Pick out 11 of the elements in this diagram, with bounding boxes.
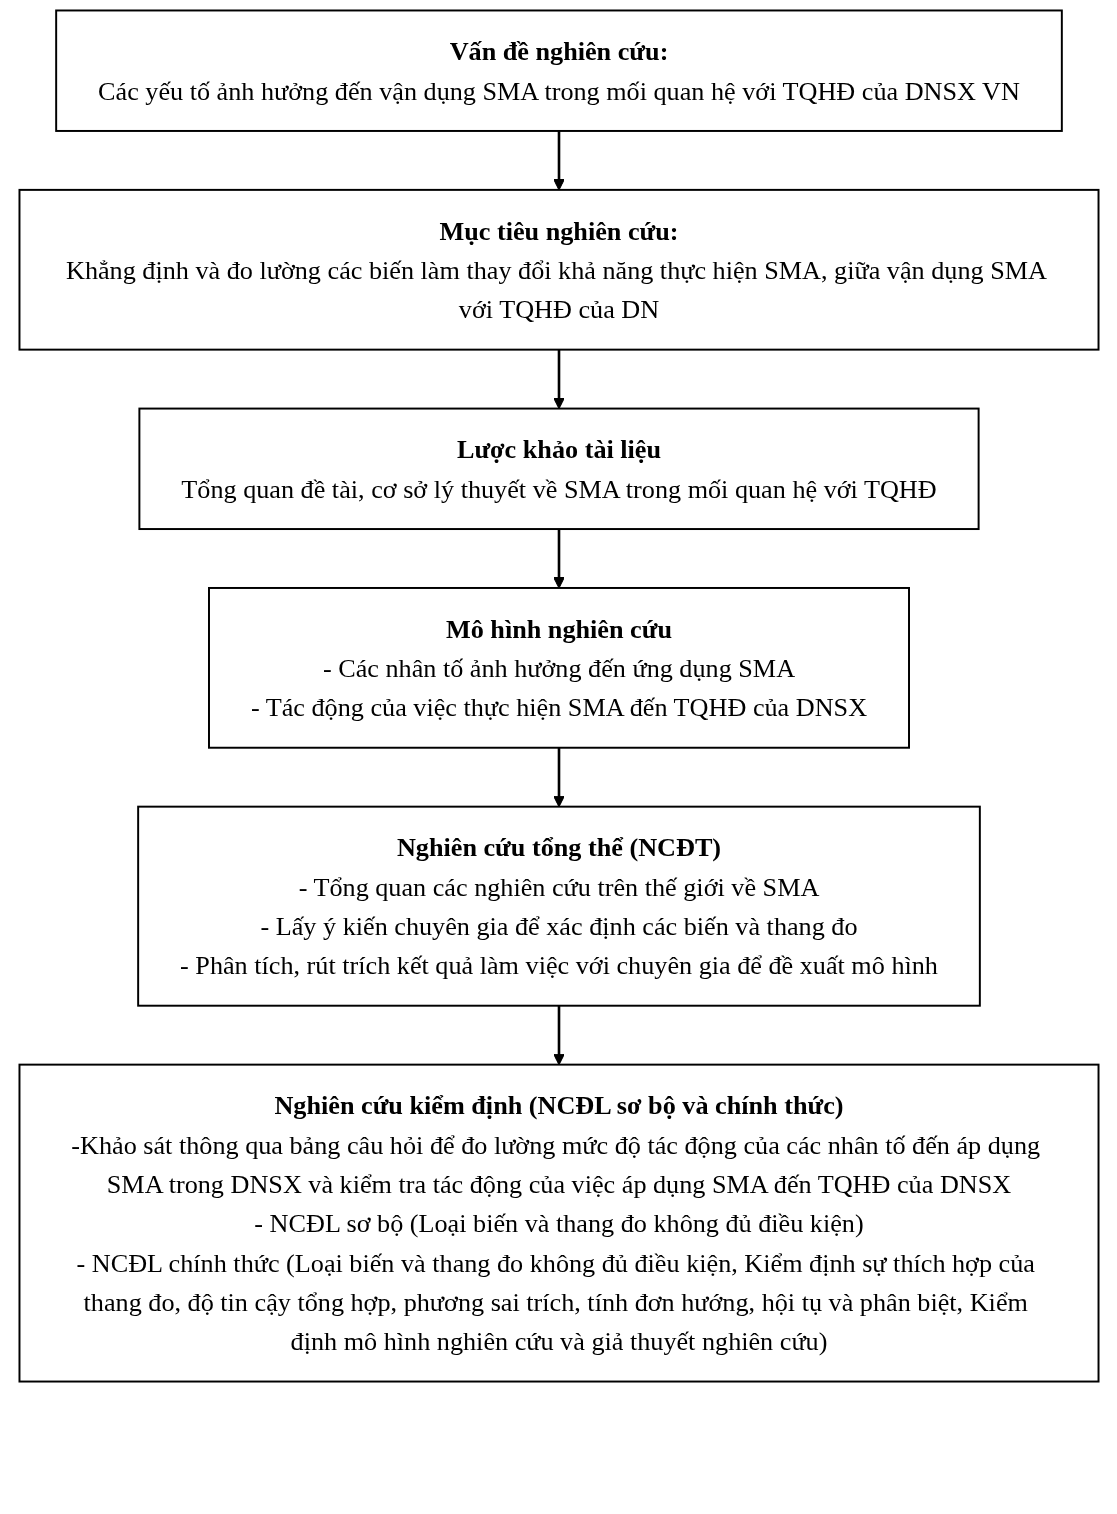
- arrow: [552, 349, 565, 410]
- node-box: Vấn đề nghiên cứu: Các yếu tố ảnh hưởng đến vận dụng SMA trong mối quan hệ với TQHĐ của DNSX VN: [54, 9, 1063, 132]
- arrow: [552, 529, 565, 589]
- arrow: [552, 1005, 565, 1066]
- node-box: Mục tiêu nghiên cứu: Khẳng định và đo lường các biến làm thay đổi khả năng thực hiện SMA, giữa vận dụng SMA với TQHĐ của DN: [18, 188, 1099, 351]
- node-box: Mô hình nghiên cứu - Các nhân tố ảnh hưởng đến ứng dụng SMA - Tác động của việc thực hiện SMA đến TQHĐ của DNSX: [207, 587, 910, 749]
- node-box: Nghiên cứu tổng thể (NCĐT) - Tổng quan các nghiên cứu trên thế giới về SMA - Lấy ý kiến chuyên gia để xác định các biến và thang đo - Phân tích, rút trích kết quả làm việc với chuyên gia để đề xuất mô hình: [136, 805, 981, 1007]
- arrow: [552, 747, 565, 808]
- node-box: Nghiên cứu kiểm định (NCĐL sơ bộ và chính thức) -Khảo sát thông qua bảng câu hỏi để đo lường mức độ tác động của các nhân tố đến áp dụng SMA trong DNSX và kiểm tra tác động của việc áp dụng SMA đến TQHĐ của DNSX - NCĐL sơ bộ (Loại biến và thang đo không đủ điều kiện) - NCĐL chính thức (Loại biến và thang đo không đủ điều kiện, Kiểm định sự thích hợp của thang đo, độ tin cậy tổng hợp, phương sai trích, tính đơn hướng, hội tụ và phân biệt, Kiểm định mô hình nghiên cứu và giả thuyết nghiên cứu): [18, 1063, 1099, 1383]
- node-box: Lược khảo tài liệu Tổng quan đề tài, cơ sở lý thuyết về SMA trong mối quan hệ với TQHĐ: [137, 407, 980, 530]
- arrow: [552, 130, 565, 191]
